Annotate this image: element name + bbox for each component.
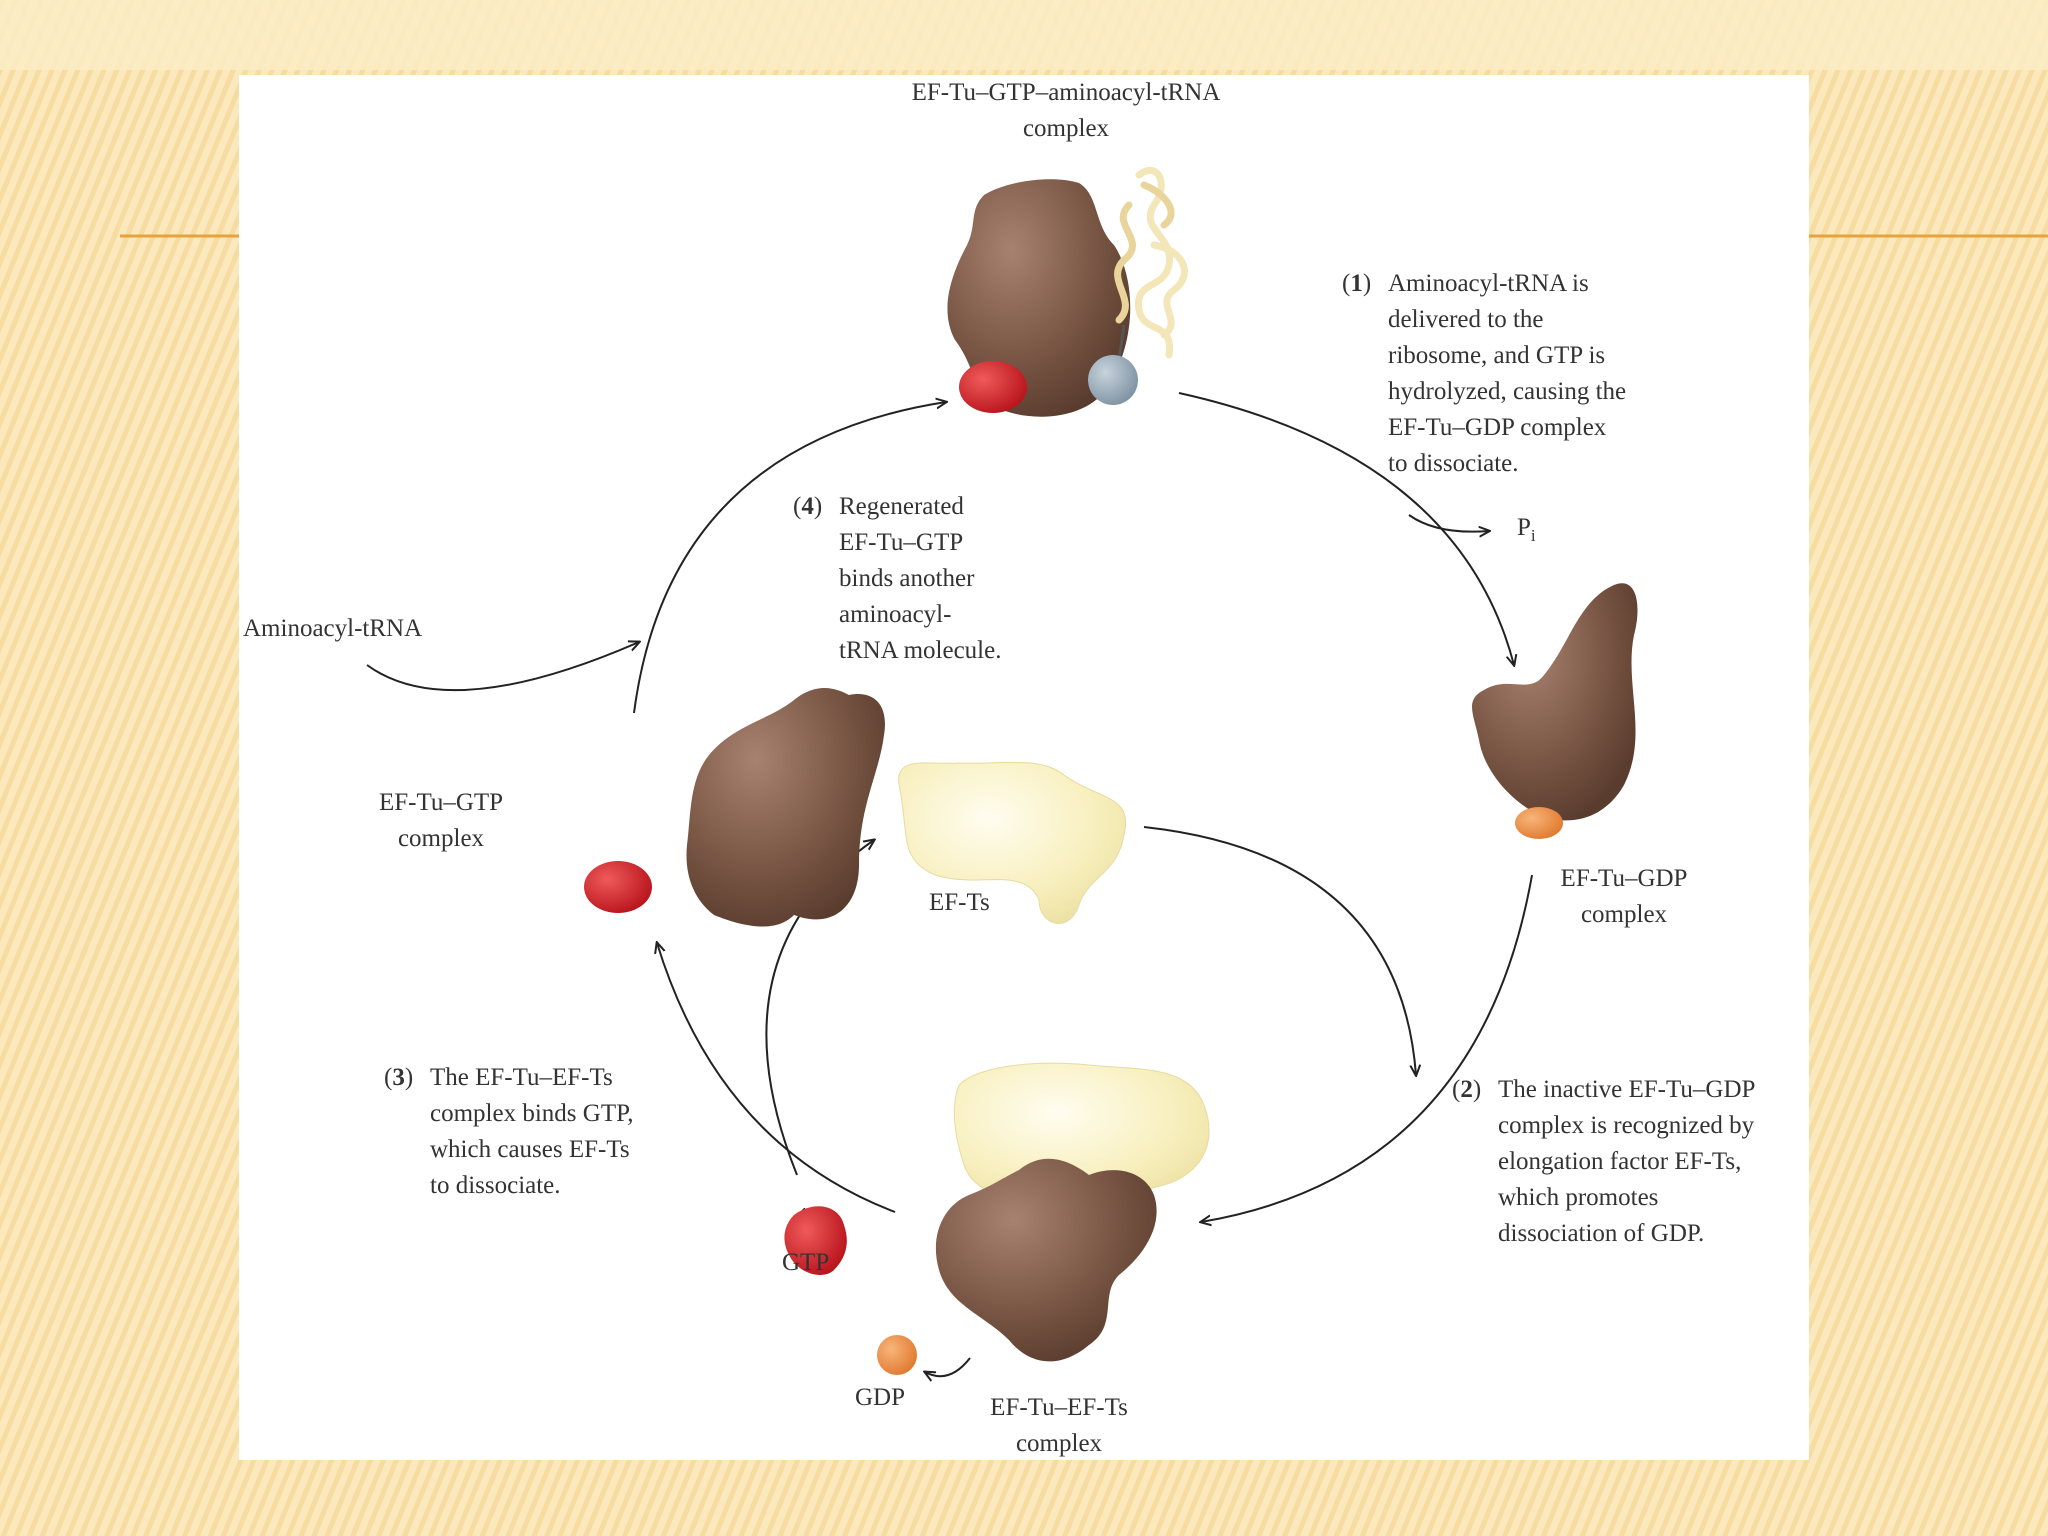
ef-tu-gtp-label-line1: EF-Tu–GTP [378,789,504,816]
ef-tu-gdp-label-line2: complex [1580,901,1668,928]
gdp-label: GDP [855,1384,906,1411]
arrow-aminoacyl-trna-in [366,642,639,692]
step-4-line: aminoacyl- [839,601,952,628]
arrow-step2 [1201,874,1533,1222]
step-4-number: (4) [793,493,823,520]
step-1-line: delivered to the [1388,306,1544,333]
step-1-line: ribosome, and GTP is [1388,342,1606,369]
pi-label-main: P [1517,514,1531,541]
trna-stem [1117,324,1126,361]
arrow-step3 [657,943,896,1213]
arrow-step4 [633,402,946,714]
ef-tu-gdp-label-line1: EF-Tu–GDP [1560,865,1688,892]
step-3-line: which causes EF-Ts [430,1136,630,1163]
ef-tu-gtp-label-line2: complex [397,825,485,852]
ef-tu-protein-left [686,688,885,927]
step-1-number: (1) [1342,270,1372,297]
step-2-line: dissociation of GDP. [1498,1220,1705,1247]
step-4-line: EF-Tu–GTP [839,529,964,556]
ef-tu-gdp-complex [1472,583,1638,839]
ef-tu-gdp-complex-label: EF-Tu–GDP complex [1539,861,1709,933]
step-2-line: complex is recognized by [1498,1112,1755,1139]
arrow-pi-release [1408,514,1489,532]
step-1-line: Aminoacyl-tRNA is [1388,270,1589,297]
ef-tu-ef-ts-label-line2: complex [1015,1430,1103,1457]
ef-tu-ef-ts-label-line1: EF-Tu–EF-Ts [990,1394,1128,1421]
gdp-right [1515,807,1563,839]
ef-tu-gtp-complex [584,688,885,927]
arrow-efts-right [1143,826,1416,1075]
pi-label: Pi [1517,510,1536,554]
pi-label-subscript: i [1530,526,1536,545]
step-1-line: to dissociate. [1388,450,1519,477]
ef-tu-ef-ts-complex [935,1062,1210,1362]
top-band [0,0,2048,70]
gtp-label: GTP [782,1249,830,1276]
step-3-line: to dissociate. [430,1172,561,1199]
step-3-line: The EF-Tu–EF-Ts [430,1064,613,1091]
step-2-line: elongation factor EF-Ts, [1498,1148,1742,1175]
aminoacyl-trna-label: Aminoacyl-tRNA [243,615,423,642]
top-complex-label-line2: complex [1022,115,1110,142]
step-3-number: (3) [384,1064,414,1091]
ef-tu-protein-right [1472,583,1638,821]
diagram-panel: EF-Tu–GTP–aminoacyl-tRNA complex Aminoac… [239,75,1809,1460]
trna-strand [1114,166,1188,359]
ef-tu-gtp-complex-label: EF-Tu–GTP complex [356,785,526,857]
free-gtp [784,1206,847,1275]
step-4-line: binds another [839,565,975,592]
amino-acid-sphere [1088,355,1138,405]
step-1-line: hydrolyzed, causing the [1388,378,1627,405]
step-3-line: complex binds GTP, [430,1100,634,1127]
arrow-gdp-release [925,1357,971,1376]
ef-tu-ef-ts-complex-label: EF-Tu–EF-Ts complex [954,1390,1164,1462]
ef-ts-label: EF-Ts [929,889,990,916]
ef-tu-protein-bottom [935,1158,1157,1362]
gtp-top [959,361,1027,413]
step-4-line: tRNA molecule. [839,637,1002,664]
ef-ts-bottom [953,1062,1210,1207]
ef-tu-protein-top [947,179,1131,417]
step-2-line: which promotes [1498,1184,1659,1211]
ef-ts-protein [898,761,1127,924]
step-2-number: (2) [1452,1076,1482,1103]
free-gdp [877,1335,917,1375]
step-1-line: EF-Tu–GDP complex [1388,414,1607,441]
top-complex-label: EF-Tu–GTP–aminoacyl-tRNA complex [891,75,1241,147]
step-2-line: The inactive EF-Tu–GDP [1498,1076,1756,1103]
step-4-line: Regenerated [839,493,964,520]
gtp-left [584,861,652,913]
ef-tu-gtp-aminoacyl-trna-complex [947,166,1188,417]
top-complex-label-line1: EF-Tu–GTP–aminoacyl-tRNA [911,79,1221,106]
arrow-step1 [1178,392,1514,665]
ef-tu-cycle-diagram [366,166,1638,1460]
